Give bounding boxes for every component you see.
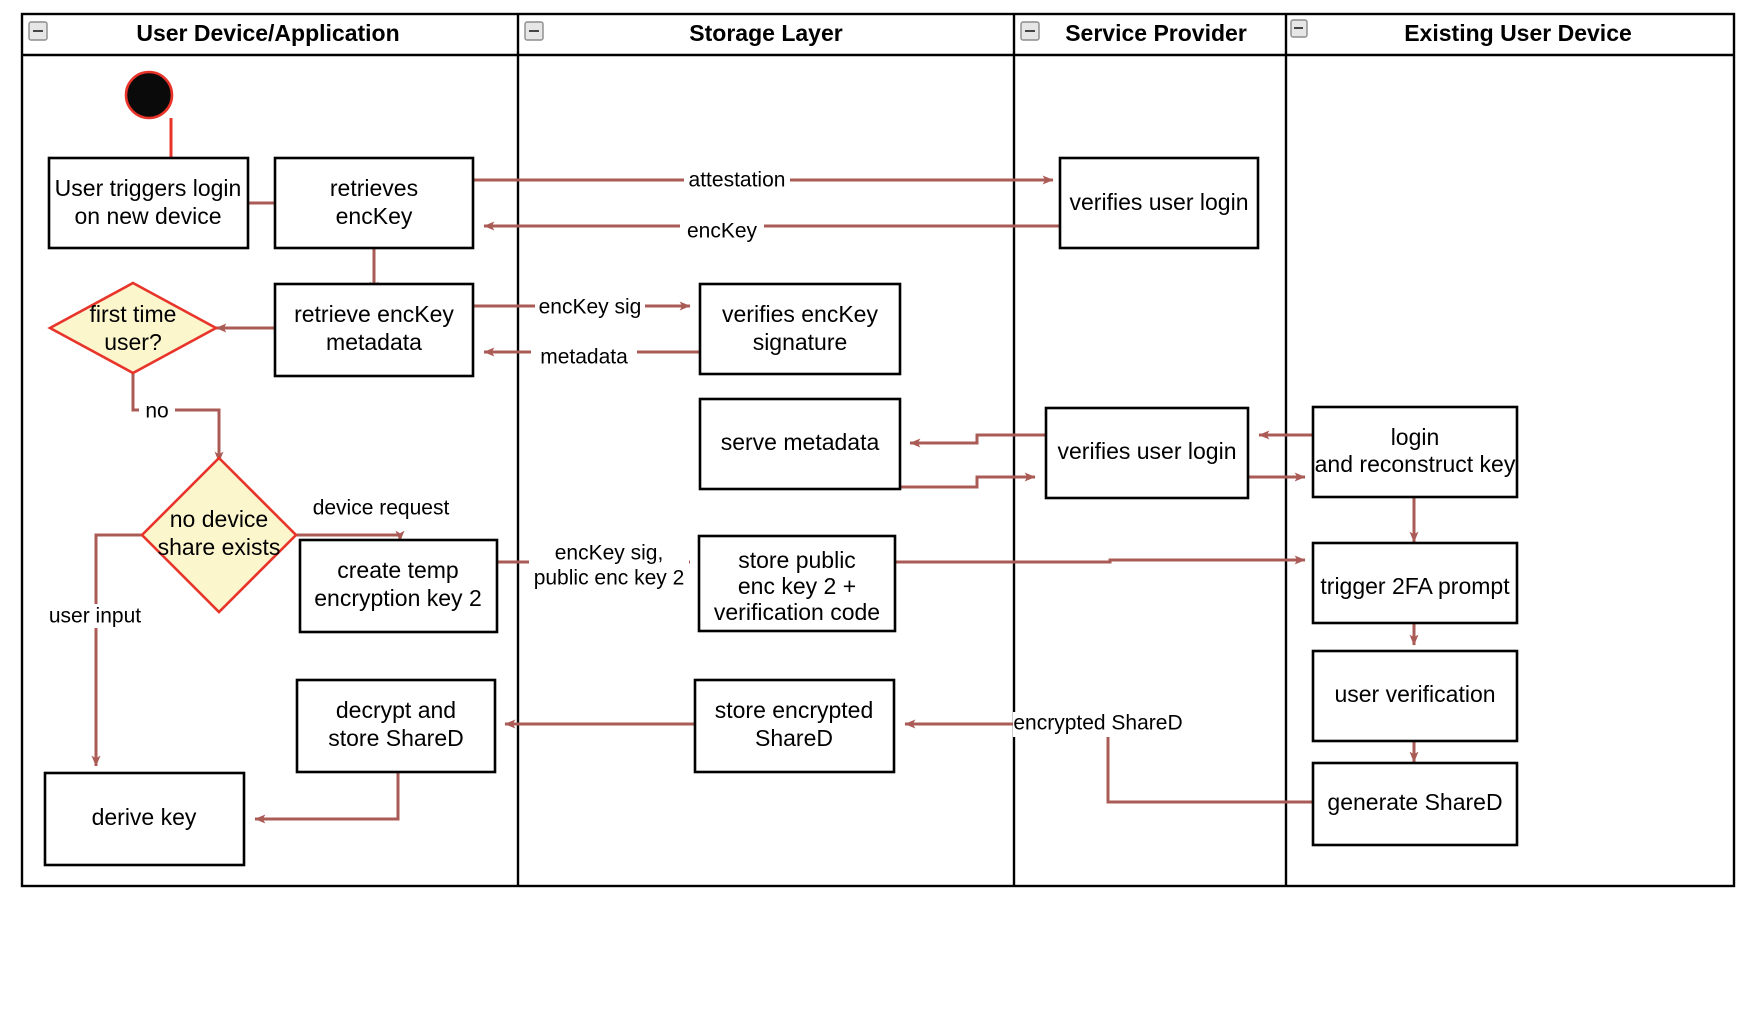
node-label-line: enc key 2 + (738, 573, 856, 599)
node-derive-key[interactable]: derive key (43, 771, 246, 867)
node-label-line: first time (90, 301, 177, 327)
node-generate-shared[interactable]: generate ShareD (1311, 761, 1519, 847)
lane-label-storage: Storage Layer (689, 20, 842, 46)
node-label-line: decrypt and (336, 697, 456, 723)
node-first-time-user[interactable]: first time user? (47, 281, 219, 375)
lane-label-user-device: User Device/Application (136, 20, 399, 46)
node-retrieves-enckey[interactable]: retrieves encKey (273, 156, 475, 250)
node-label-line: create temp (337, 557, 458, 583)
node-no-device-share-exists[interactable]: no device share exists (140, 456, 298, 614)
node-label-line: derive key (92, 804, 197, 830)
lane-header-storage[interactable]: Storage Layer (524, 20, 843, 46)
edge-decrypt-to-derive-key (254, 772, 400, 824)
edge-label-enckey-sig-public-enc-key-2: public enc key 2 (534, 567, 685, 590)
node-user-verification[interactable]: user verification (1311, 649, 1519, 743)
edge-labels: attestation encKey encKey sig metadata n… (45, 168, 1183, 737)
node-create-temp-encryption-key-2[interactable]: create temp encryption key 2 (298, 538, 499, 634)
node-user-triggers-login[interactable]: User triggers login on new device (47, 156, 250, 250)
node-label-line: login (1391, 424, 1440, 450)
edge-label-metadata: metadata (540, 346, 628, 369)
node-label-line: verifies user login (1070, 189, 1249, 215)
node-label-line: User triggers login (55, 175, 242, 201)
node-label-line: store public (738, 547, 856, 573)
node-label-line: retrieve encKey (294, 301, 454, 327)
edge-label-user-input: user input (49, 605, 141, 628)
edge-label-attestation: attestation (689, 169, 786, 192)
node-label-line: verifies user login (1058, 438, 1237, 464)
edge-label-enckey-sig: encKey sig (539, 296, 642, 319)
node-label-line: ShareD (755, 725, 833, 751)
node-store-encrypted-shared[interactable]: store encrypted ShareD (693, 678, 896, 774)
node-retrieve-enckey-metadata[interactable]: retrieve encKey metadata (273, 282, 475, 378)
edge-label-no: no (145, 400, 168, 423)
lane-label-service-provider: Service Provider (1065, 20, 1247, 46)
lane-header-existing-device[interactable]: Existing User Device (1290, 19, 1632, 46)
node-label-line: on new device (74, 203, 221, 229)
edge-store-public-to-trigger-2fa (895, 555, 1306, 565)
edge-label-device-request: device request (313, 497, 450, 520)
node-label-line: generate ShareD (1327, 789, 1502, 815)
node-label-line: verification code (714, 599, 880, 625)
node-verifies-enckey-signature[interactable]: verifies encKey signature (698, 282, 902, 376)
node-label-line: store ShareD (328, 725, 464, 751)
edge-verifies-to-serve-metadata (909, 433, 1045, 448)
node-decrypt-and-store-shared[interactable]: decrypt and store ShareD (295, 678, 497, 774)
node-label-line: share exists (158, 534, 281, 560)
swimlane-frame (20, 12, 1736, 888)
lane-label-existing-device: Existing User Device (1404, 20, 1632, 46)
node-store-public-enc-key-2[interactable]: store public enc key 2 + verification co… (697, 534, 897, 633)
node-label-line: and reconstruct key (1315, 451, 1516, 477)
lane-header-service-provider[interactable]: Service Provider (1020, 20, 1247, 46)
node-label-line: user? (104, 329, 162, 355)
node-label-line: encryption key 2 (314, 585, 481, 611)
node-label-line: no device (170, 506, 268, 532)
edge-label-enckey: encKey (687, 220, 758, 243)
edge-encrypted-shared (904, 719, 1314, 804)
edge-label-encrypted-shared: encrypted ShareD (1013, 712, 1182, 735)
node-label-line: user verification (1334, 681, 1495, 707)
node-label-line: retrieves (330, 175, 418, 201)
node-label-line: verifies encKey (722, 301, 878, 327)
start-node (124, 70, 174, 120)
node-label-line: trigger 2FA prompt (1320, 573, 1510, 599)
edge-no-to-no-device-share (131, 372, 224, 463)
node-label-line: serve metadata (721, 429, 880, 455)
node-login-and-reconstruct-key[interactable]: login and reconstruct key (1311, 405, 1519, 499)
edge-user-input (91, 533, 143, 767)
node-verifies-user-login-1[interactable]: verifies user login (1058, 156, 1260, 250)
node-label-line: metadata (326, 329, 422, 355)
node-verifies-user-login-2[interactable]: verifies user login (1044, 406, 1250, 500)
lane-header-user-device[interactable]: User Device/Application (28, 20, 400, 46)
node-label-line: store encrypted (715, 697, 874, 723)
node-label-line: signature (753, 329, 848, 355)
node-label-line: encKey (336, 203, 413, 229)
edge-label-enckey-sig-public-enc-key-2: encKey sig, (555, 542, 664, 565)
node-serve-metadata[interactable]: serve metadata (698, 397, 902, 491)
edge-serve-metadata-to-verifies (900, 472, 1036, 489)
node-trigger-2fa-prompt[interactable]: trigger 2FA prompt (1311, 541, 1519, 625)
